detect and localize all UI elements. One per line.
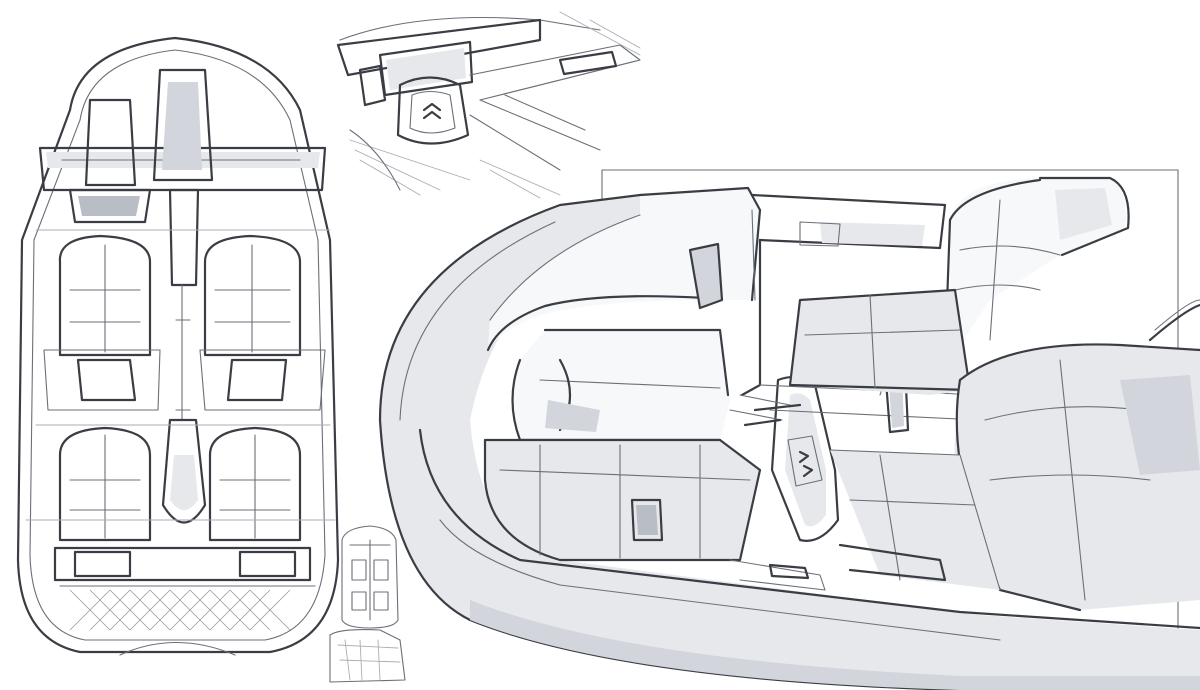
thumbnail-view [329,525,406,683]
dashboard-view [336,11,641,199]
plan-view [16,36,340,656]
lounge-view [378,169,1200,690]
